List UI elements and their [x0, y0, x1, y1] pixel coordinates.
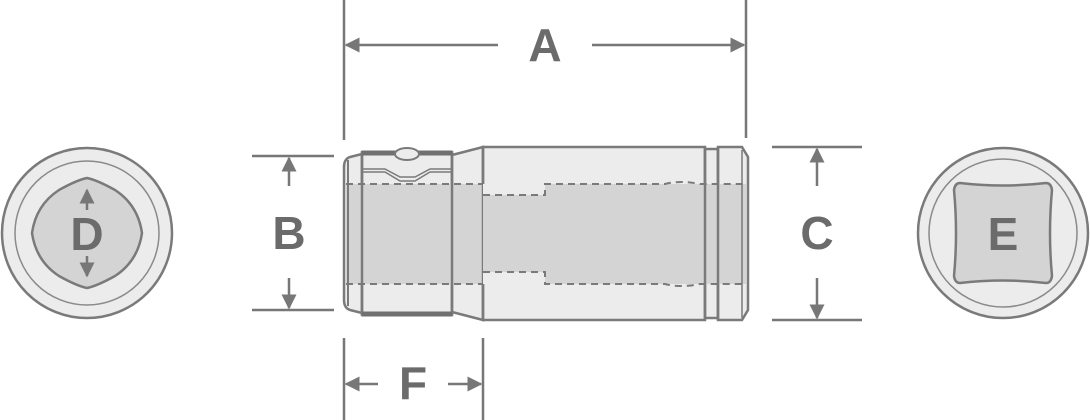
- hex-end-view: D: [0, 146, 174, 320]
- dimension-c: C: [772, 145, 862, 322]
- square-end-view: E: [916, 146, 1090, 320]
- label-e: E: [988, 208, 1019, 260]
- label-a: A: [528, 19, 561, 71]
- dimension-a: A: [342, 0, 748, 140]
- label-b: B: [272, 207, 305, 259]
- label-d: D: [70, 208, 103, 260]
- label-c: C: [800, 207, 833, 259]
- socket-side-view: [342, 145, 750, 322]
- dimension-b: B: [252, 154, 334, 312]
- dimension-f: F: [342, 338, 485, 420]
- label-f: F: [399, 357, 427, 409]
